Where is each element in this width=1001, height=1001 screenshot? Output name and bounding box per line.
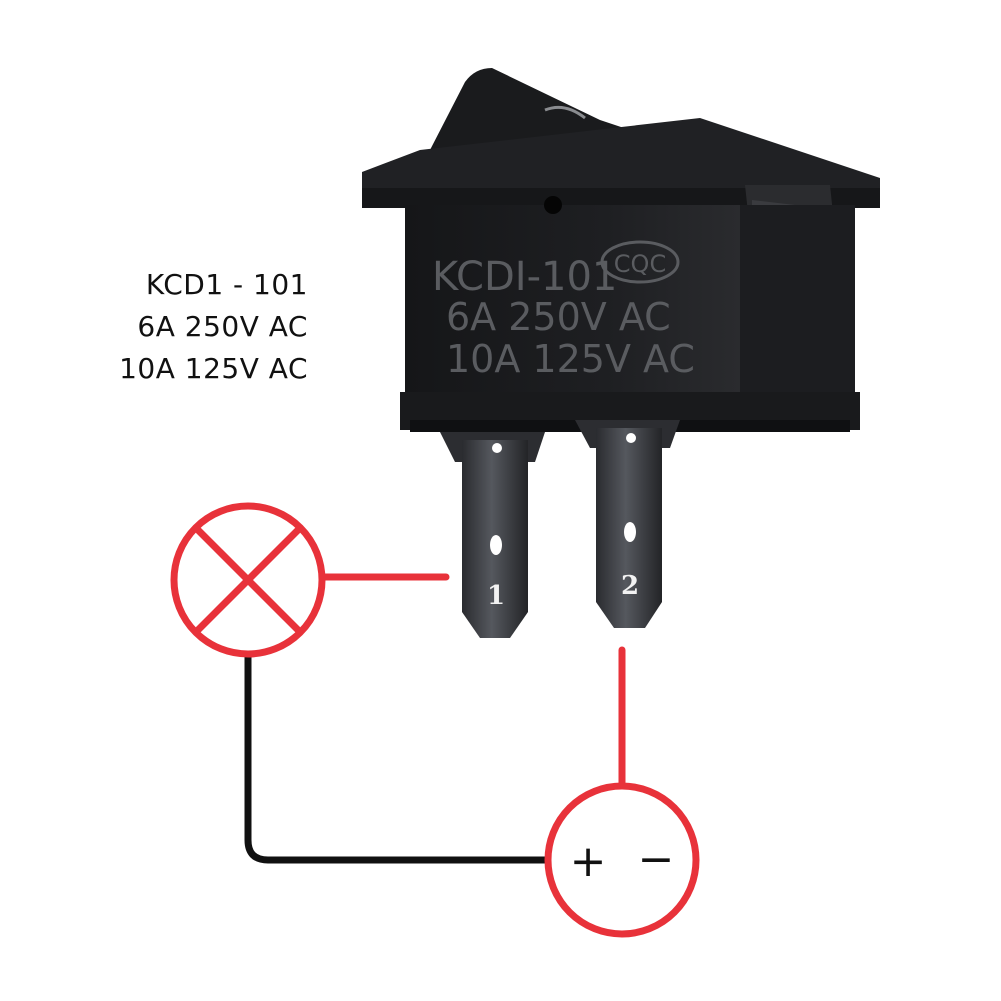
source-plus-sign: +: [570, 836, 607, 887]
source-minus-sign: −: [638, 834, 675, 885]
switch-vent-hole: [544, 196, 562, 214]
terminal-1-hole-top: [492, 443, 502, 453]
terminal-2-hole: [624, 522, 636, 542]
switch-face-cert: CQC: [614, 250, 666, 278]
wires: [244, 573, 626, 864]
switch-flange: [362, 118, 880, 205]
terminal-1-hole: [490, 535, 502, 555]
switch-face-rating-2: 10A 125V AC: [446, 337, 695, 381]
spec-rating-2: 10A 125V AC: [119, 352, 308, 385]
rocker-highlight: [544, 105, 586, 120]
rocker-switch-icon: KCDI-101 CQC 6A 250V AC 10A 125V AC 1 2: [362, 68, 880, 638]
lamp-symbol-icon: [170, 502, 326, 658]
terminal-1-label: 1: [487, 581, 505, 611]
terminal-2-label: 2: [621, 571, 639, 601]
spec-model: KCD1 - 101: [145, 268, 308, 301]
cert-mark-oval: [600, 240, 680, 284]
terminal-2: 2: [575, 420, 680, 628]
switch-face-rating-1: 6A 250V AC: [446, 295, 671, 339]
terminal-1: 1: [440, 432, 545, 638]
switch-body-right: [740, 205, 855, 400]
power-source-symbol-icon: + −: [544, 782, 700, 938]
wire-lamp-to-source-black: [244, 651, 549, 864]
switch-body: [405, 205, 740, 400]
spec-rating-1: 6A 250V AC: [137, 310, 308, 343]
terminal-2-hole-top: [626, 433, 636, 443]
switch-face-model: KCDI-101: [432, 254, 617, 300]
